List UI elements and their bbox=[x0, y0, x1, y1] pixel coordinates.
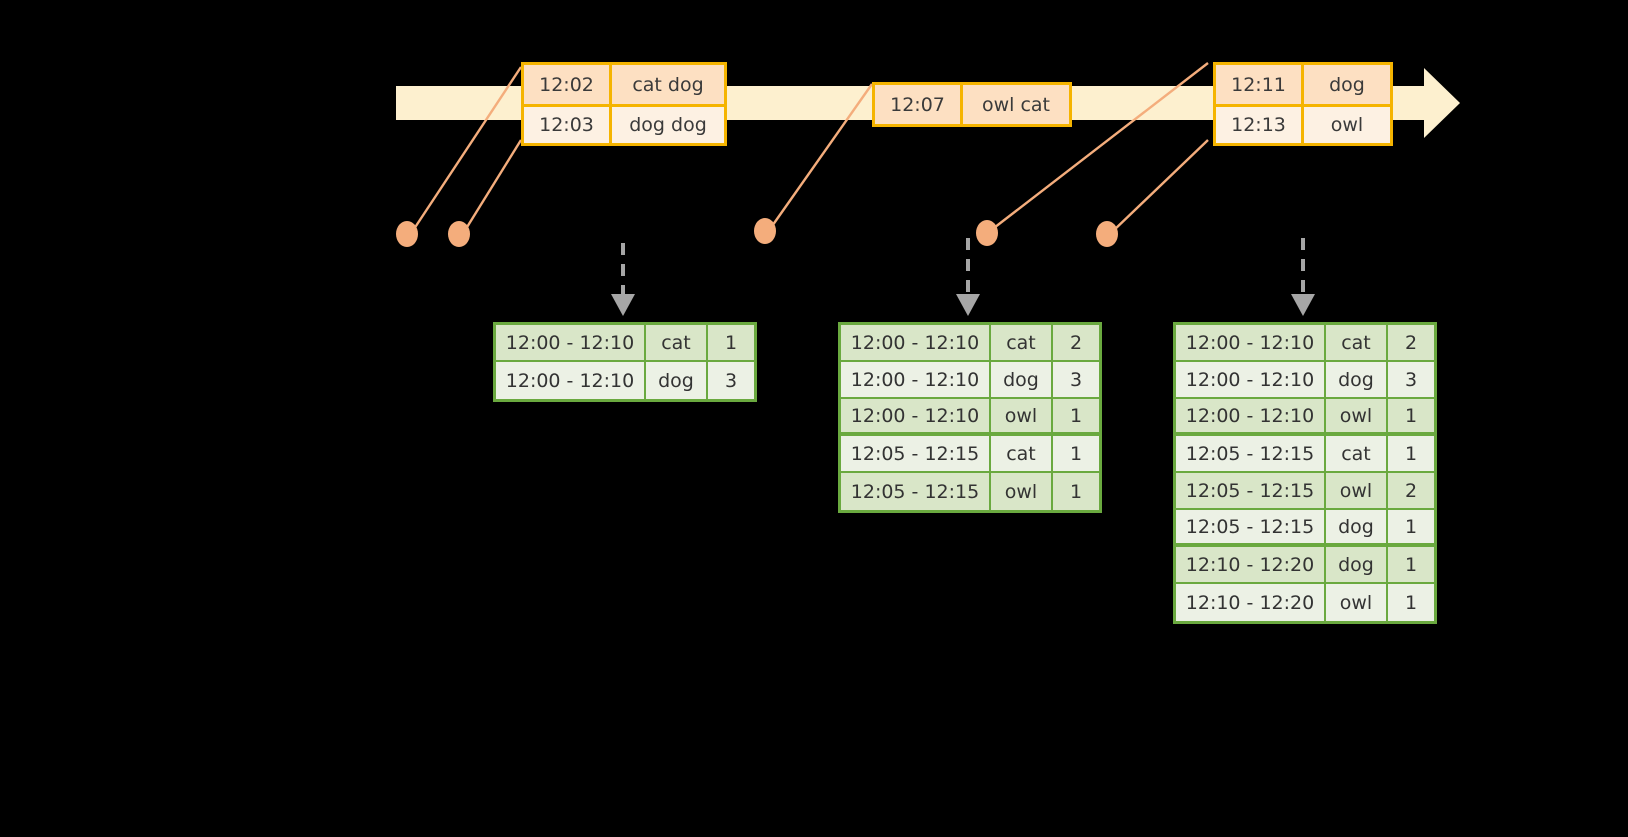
event-value: owl cat bbox=[981, 93, 1051, 116]
result-count-cell: 3 bbox=[1053, 362, 1099, 399]
result-window-cell: 12:10 - 12:20 bbox=[1176, 547, 1326, 584]
result-count-cell: 1 bbox=[1388, 436, 1434, 473]
event-row: 12:07 owl cat bbox=[875, 85, 1069, 124]
event-box-1: 12:02 cat dog 12:03 dog dog bbox=[521, 62, 727, 146]
result-window-cell: 12:05 - 12:15 bbox=[1176, 473, 1326, 510]
result-count-cell: 1 bbox=[1053, 436, 1099, 473]
result-key-cell: owl bbox=[991, 399, 1053, 436]
event-time: 12:03 bbox=[524, 107, 612, 143]
result-key-cell: dog bbox=[646, 362, 708, 399]
event-marker-5 bbox=[1096, 221, 1118, 247]
result-key-cell: dog bbox=[1326, 510, 1388, 547]
result-window-cell: 12:00 - 12:10 bbox=[841, 325, 991, 362]
event-box-3: 12:11 dog 12:13 owl bbox=[1213, 62, 1393, 146]
result-window-cell: 12:00 - 12:10 bbox=[1176, 362, 1326, 399]
result-window-cell: 12:00 - 12:10 bbox=[841, 399, 991, 436]
emit-arrows bbox=[621, 238, 1305, 296]
event-row: 12:03 dog dog bbox=[524, 104, 724, 143]
result-count-cell: 3 bbox=[1388, 362, 1434, 399]
result-count-cell: 3 bbox=[724, 369, 738, 392]
event-value: dog dog bbox=[629, 114, 707, 136]
result-count-cell: 2 bbox=[1053, 325, 1099, 362]
result-key-cell: dog bbox=[991, 362, 1053, 399]
result-key-cell: cat bbox=[646, 325, 708, 362]
result-count-cell: 1 bbox=[1388, 510, 1434, 547]
result-window-cell: 12:00 - 12:10 bbox=[496, 362, 646, 399]
result-window-cell: 12:00 - 12:10 bbox=[841, 362, 991, 399]
event-time: 12:07 bbox=[875, 85, 963, 124]
result-window-cell: 12:05 - 12:15 bbox=[841, 473, 991, 510]
result-window-cell: 12:10 - 12:20 bbox=[1176, 584, 1326, 621]
event-value: dog bbox=[1329, 73, 1365, 96]
result-key-cell: cat bbox=[1326, 436, 1388, 473]
event-marker-4 bbox=[976, 220, 998, 246]
event-markers bbox=[396, 218, 1118, 247]
result-window-cell: 12:05 - 12:15 bbox=[1176, 436, 1326, 473]
result-count-cell: 1 bbox=[1404, 591, 1418, 614]
event-marker-2 bbox=[448, 221, 470, 247]
result-window-cell: 12:00 - 12:10 bbox=[1176, 399, 1326, 436]
result-key-cell: cat bbox=[991, 325, 1053, 362]
result-count-cell: 2 bbox=[1388, 325, 1434, 362]
result-count-cell: 1 bbox=[1388, 547, 1434, 584]
result-key-cell: owl bbox=[1326, 584, 1388, 621]
result-window-cell: 12:00 - 12:10 bbox=[1176, 325, 1326, 362]
result-key-cell: owl bbox=[991, 473, 1053, 510]
event-value: cat dog bbox=[632, 73, 704, 96]
event-row: 12:11 dog bbox=[1216, 65, 1390, 104]
event-marker-1 bbox=[396, 221, 418, 247]
event-row: 12:13 owl bbox=[1216, 104, 1390, 143]
emit-arrow-heads bbox=[611, 294, 1315, 316]
result-count-cell: 2 bbox=[1388, 473, 1434, 510]
event-time: 12:02 bbox=[524, 65, 612, 104]
result-key-cell: owl bbox=[1326, 399, 1388, 436]
result-count-cell: 1 bbox=[708, 325, 754, 362]
result-window-cell: 12:00 - 12:10 bbox=[496, 325, 646, 362]
result-key-cell: owl bbox=[1326, 473, 1388, 510]
result-window-cell: 12:05 - 12:15 bbox=[841, 436, 991, 473]
result-key-cell: dog bbox=[1326, 547, 1388, 584]
result-key-cell: cat bbox=[991, 436, 1053, 473]
event-time: 12:11 bbox=[1216, 65, 1304, 104]
result-key-cell: cat bbox=[1326, 325, 1388, 362]
result-count-cell: 1 bbox=[1069, 480, 1083, 503]
event-marker-3 bbox=[754, 218, 776, 244]
result-count-cell: 1 bbox=[1053, 399, 1099, 436]
event-row: 12:02 cat dog bbox=[524, 65, 724, 104]
result-window-cell: 12:05 - 12:15 bbox=[1176, 510, 1326, 547]
event-value: owl bbox=[1330, 114, 1364, 136]
event-time: 12:13 bbox=[1216, 107, 1304, 143]
result-count-cell: 1 bbox=[1388, 399, 1434, 436]
event-box-2: 12:07 owl cat bbox=[872, 82, 1072, 127]
result-key-cell: dog bbox=[1326, 362, 1388, 399]
